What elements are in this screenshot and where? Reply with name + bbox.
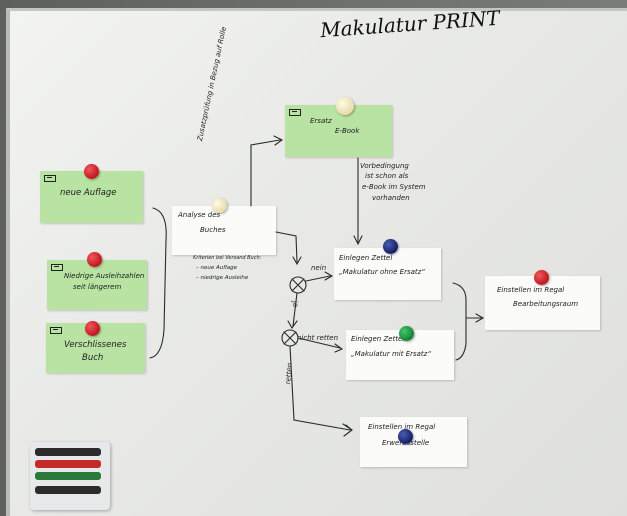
magnet-cream bbox=[336, 97, 354, 115]
note-ersatz-line2: E-Book bbox=[335, 127, 360, 135]
note-niedrige-line1: Niedrige Ausleihzahlen bbox=[64, 272, 145, 280]
note-analyse-line1: Analyse des bbox=[178, 211, 221, 219]
annotation-vorbedingung-1: Vorbedingung bbox=[360, 162, 409, 170]
marker-black bbox=[35, 448, 101, 456]
flag-icon bbox=[289, 109, 301, 116]
note-analyse-line2: Buches bbox=[200, 226, 226, 234]
magnet-red bbox=[534, 270, 549, 285]
magnet-red bbox=[85, 321, 100, 336]
note-einstellen-regal-line1: Einstellen im Regal bbox=[368, 423, 436, 431]
magnet-red bbox=[87, 252, 102, 267]
note-einstellen-bearb-line2: Bearbeitungsraum bbox=[513, 300, 579, 308]
note-ersatz-line1: Ersatz bbox=[310, 117, 332, 125]
magnet-cream bbox=[212, 198, 227, 213]
note-analyse-des-buches: Analyse des Buches bbox=[172, 206, 276, 255]
note-einstellen-erwerbsstelle: Einstellen im Regal Erwerbsstelle bbox=[360, 417, 467, 467]
note-verschlissenes-line2: Buch bbox=[82, 353, 104, 363]
note-verschlissenes-line1: Verschlissenes bbox=[64, 340, 127, 350]
flag-icon bbox=[44, 175, 56, 182]
note-einlegen-ohne-line1: Einlegen Zettel bbox=[339, 254, 393, 262]
note-einlegen-mit-line2: „Makulatur mit Ersatz“ bbox=[351, 350, 431, 358]
annotation-vorbedingung-4: vorhanden bbox=[372, 194, 410, 202]
marker-red bbox=[35, 460, 101, 468]
magnet-blue bbox=[383, 239, 398, 254]
note-einstellen-bearbeitungsraum: Einstellen im Regal Bearbeitungsraum bbox=[485, 276, 600, 330]
note-einlegen-ohne-ersatz: Einlegen Zettel „Makulatur ohne Ersatz“ bbox=[334, 248, 441, 300]
magnet-red bbox=[84, 164, 99, 179]
magnet-green bbox=[399, 326, 414, 341]
note-neue-auflage-text: neue Auflage bbox=[60, 188, 117, 198]
note-einlegen-mit-line1: Einlegen Zettel bbox=[351, 335, 405, 343]
flag-icon bbox=[50, 327, 62, 334]
marker-tray bbox=[30, 442, 110, 510]
marker-black bbox=[35, 486, 101, 494]
note-niedrige-ausleihzahlen: Niedrige Ausleihzahlen seit längerem bbox=[47, 260, 147, 310]
magnet-blue bbox=[398, 429, 413, 444]
annotation-nein: nein bbox=[311, 264, 327, 272]
note-einlegen-ohne-line2: „Makulatur ohne Ersatz“ bbox=[339, 268, 425, 276]
annotation-kriterien-1: Kriterien bei Versand Buch: bbox=[193, 255, 262, 261]
note-neue-auflage: neue Auflage bbox=[40, 171, 143, 223]
annotation-vorbedingung-3: e-Book im System bbox=[362, 183, 426, 191]
annotation-vorbedingung-2: ist schon als bbox=[365, 172, 409, 180]
note-ersatz-ebook: Ersatz E-Book bbox=[285, 105, 392, 157]
annotation-kriterien-2: – neue Auflage bbox=[196, 265, 238, 271]
flag-icon bbox=[51, 264, 63, 271]
note-niedrige-line2: seit längerem bbox=[73, 283, 122, 291]
annotation-kriterien-3: – niedrige Ausleihe bbox=[196, 275, 249, 281]
annotation-nicht-retten: nicht retten bbox=[297, 334, 339, 342]
note-einstellen-bearb-line1: Einstellen im Regal bbox=[497, 286, 565, 294]
marker-green bbox=[35, 472, 101, 480]
